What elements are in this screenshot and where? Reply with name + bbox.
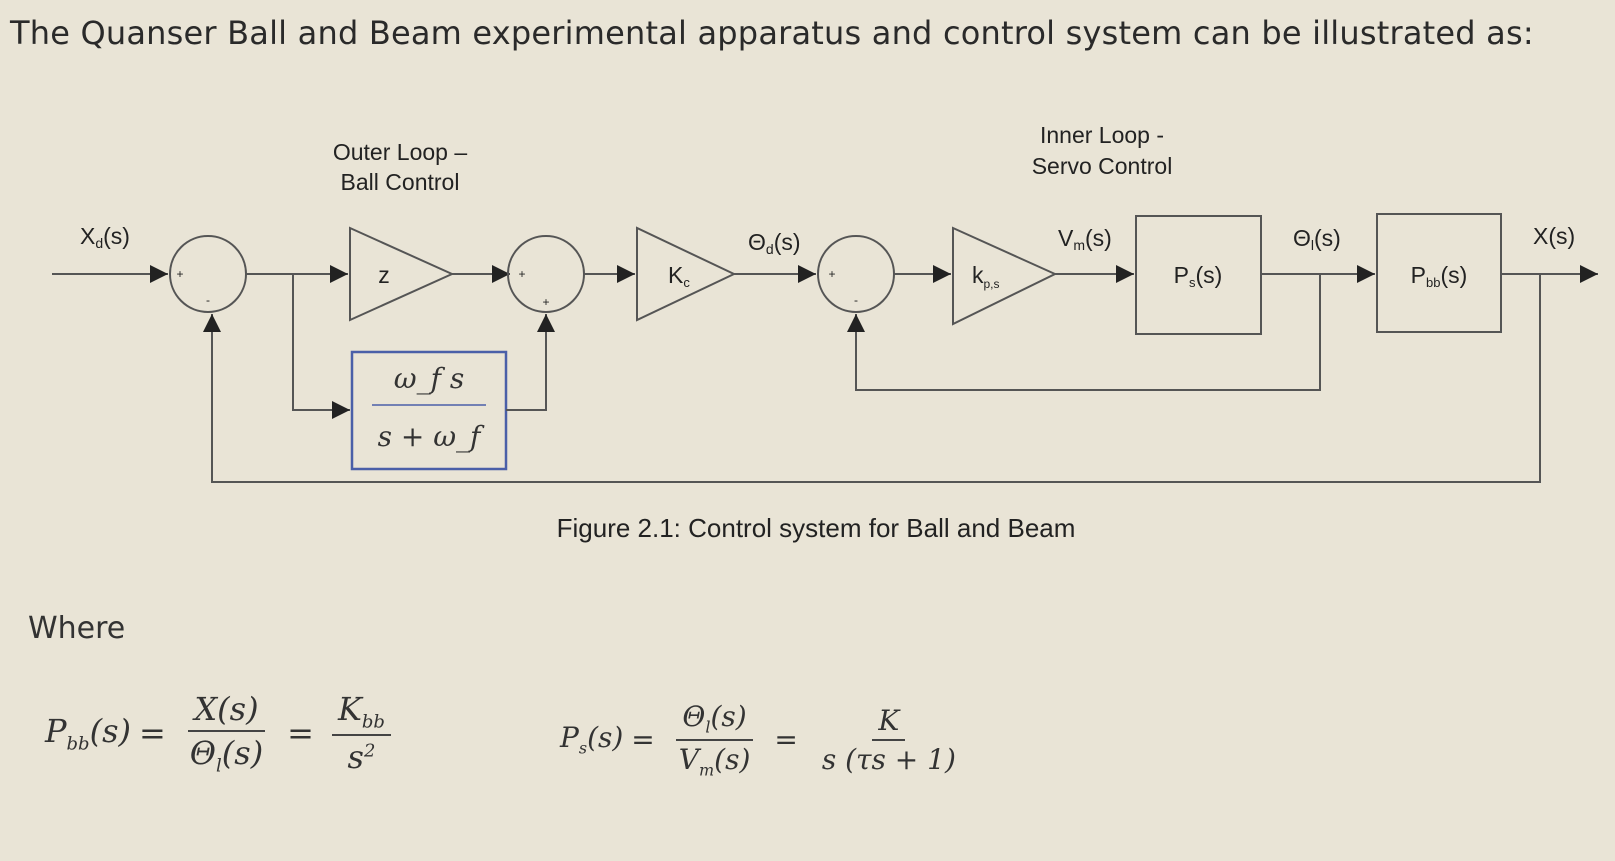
ps-lhs: Ps(s) xyxy=(560,721,624,758)
gain-z-label: z xyxy=(378,262,390,288)
page-heading: The Quanser Ball and Beam experimental a… xyxy=(10,14,1534,52)
sum1-minus-sign: - xyxy=(206,293,210,307)
inner-feedback-line xyxy=(847,274,1321,391)
sum2-plus-sign-bottom: + xyxy=(542,295,549,309)
plant-beam-block xyxy=(1376,213,1502,333)
outer-loop-title-line2: Ball Control xyxy=(341,169,460,195)
pbb-equals-2: = xyxy=(287,714,314,753)
filter-branch-line xyxy=(292,274,350,419)
ps-equals-2: = xyxy=(774,723,798,757)
gain-kp-label: kp,s xyxy=(972,262,1000,291)
inner-loop-title-line2: Servo Control xyxy=(1032,153,1173,179)
pbb-equation: Pbb(s) = X(s) Θl(s) = Kbb s2 xyxy=(45,690,401,776)
filter-denominator: s + ω_f xyxy=(378,420,485,453)
figure-caption: Figure 2.1: Control system for Ball and … xyxy=(557,513,1076,543)
ps-equals-1: = xyxy=(631,723,655,757)
where-label: Where xyxy=(28,611,126,646)
outer-loop-title-line1: Outer Loop – xyxy=(333,139,467,165)
ps-equation: Ps(s) = Θl(s) Vm(s) = K s (τs + 1) xyxy=(560,700,972,779)
plant-beam-label: Pbb(s) xyxy=(1411,262,1468,290)
pbb-fraction-1: X(s) Θl(s) xyxy=(188,690,265,777)
ps-fraction-2: K s (τs + 1) xyxy=(821,703,956,776)
theta-d-signal-label: Θd(s) xyxy=(748,229,801,257)
filter-numerator: ω_f s xyxy=(394,362,464,395)
input-signal-label: Xd(s) xyxy=(80,223,130,251)
output-signal-label: X(s) xyxy=(1533,223,1575,249)
plant-servo-label: Ps(s) xyxy=(1174,262,1223,290)
filter-to-sum-line xyxy=(506,314,555,411)
control-block-diagram: Outer Loop – Ball Control Inner Loop - S… xyxy=(52,122,1598,543)
vm-signal-label: Vm(s) xyxy=(1058,225,1112,253)
sum3-plus-sign: + xyxy=(828,267,835,281)
theta-l-signal-label: Θl(s) xyxy=(1293,225,1341,253)
gain-kc-block xyxy=(636,226,737,322)
pbb-lhs: Pbb(s) xyxy=(45,712,131,755)
outer-feedback-line xyxy=(203,274,1541,483)
pbb-equals-1: = xyxy=(138,714,166,753)
gain-kp-block xyxy=(952,226,1058,326)
sum3-minus-sign: - xyxy=(854,293,858,307)
sum1-plus-sign: + xyxy=(176,267,183,281)
sum2-plus-sign-left: + xyxy=(518,267,525,281)
gain-kc-label: Kc xyxy=(668,262,690,290)
pbb-fraction-2: Kbb s2 xyxy=(331,690,391,776)
gain-z-block xyxy=(349,226,455,322)
ps-fraction-1: Θl(s) Vm(s) xyxy=(673,700,757,779)
inner-loop-title-line1: Inner Loop - xyxy=(1040,122,1164,148)
